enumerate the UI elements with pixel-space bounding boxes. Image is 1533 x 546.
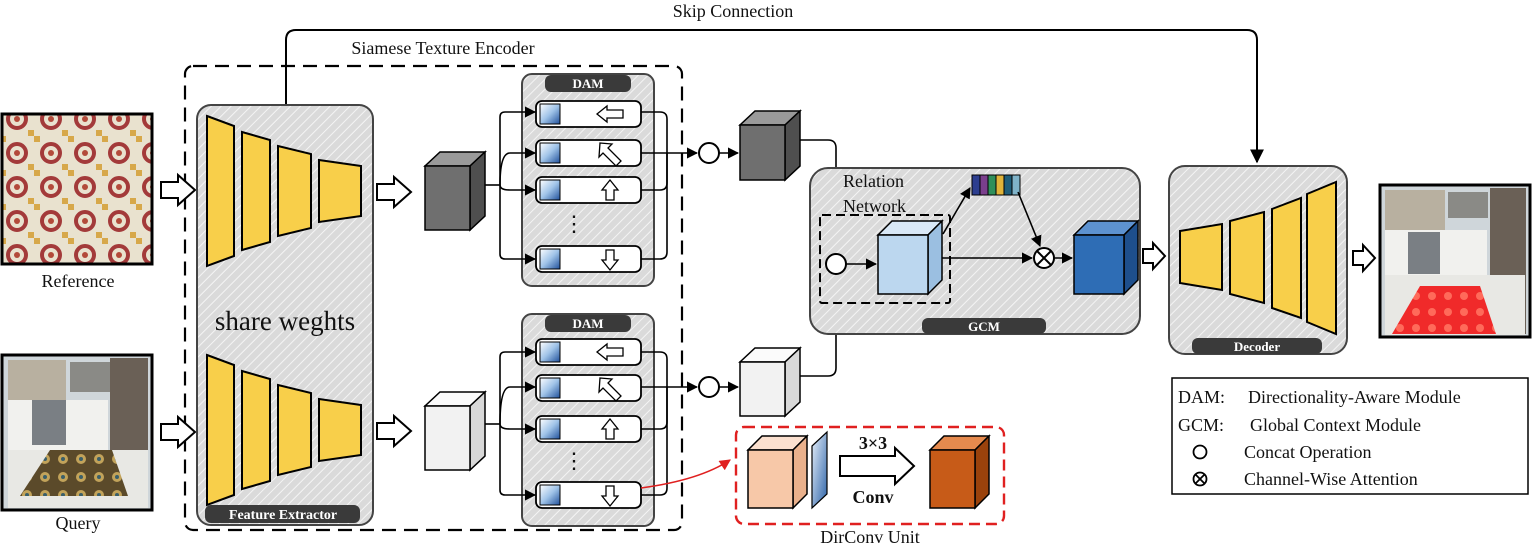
legend-gcm-text: Global Context Module <box>1250 415 1421 435</box>
siamese-encoder-label: Siamese Texture Encoder <box>351 38 534 58</box>
relation-network-label-2: Network <box>843 196 906 216</box>
decoder <box>1168 165 1348 355</box>
decoder-label: Decoder <box>1234 339 1280 354</box>
dam-bottom-ellipsis: ⋮ <box>563 448 585 473</box>
query-to-gcm-line <box>800 278 837 377</box>
legend-concat-icon <box>1192 444 1208 460</box>
legend-channel-attention-text: Channel-Wise Attention <box>1244 469 1418 489</box>
dam-bottom-label: DAM <box>572 316 603 331</box>
share-weights-label: share weghts <box>215 306 355 336</box>
legend-concat-text: Concat Operation <box>1244 442 1371 462</box>
concat-bottom <box>698 376 720 398</box>
decoder-output-arrow <box>1352 242 1377 274</box>
relation-cube <box>876 219 944 296</box>
query-label: Query <box>56 513 101 533</box>
dirconv-kernel <box>811 430 828 510</box>
feature-extractor-label: Feature Extractor <box>229 508 337 523</box>
dirconv-input-cube <box>746 434 809 510</box>
gcm-label: GCM <box>968 319 1000 334</box>
extractor-arrow-top <box>376 174 413 210</box>
dirconv-link <box>640 459 731 489</box>
input-arrow-reference <box>160 172 197 208</box>
ref-to-gcm-line <box>800 139 837 250</box>
gcm-to-decoder-arrow <box>1142 240 1167 272</box>
siamese-encoder-frame <box>183 64 684 532</box>
legend-gcm-key: GCM: <box>1178 415 1224 435</box>
channel-attention-op <box>1033 247 1055 269</box>
reference-encoded-cube <box>738 109 802 182</box>
legend-dam-text: Directionality-Aware Module <box>1248 387 1461 407</box>
dirconv-unit-label: DirConv Unit <box>820 527 920 546</box>
concat-top <box>698 142 720 164</box>
query-image <box>0 353 154 512</box>
dam-top-label: DAM <box>572 76 603 91</box>
output-segmentation-image <box>1378 183 1532 339</box>
legend-dam-key: DAM: <box>1178 387 1225 407</box>
dirconv-kernel-size: 3×3 <box>859 433 887 453</box>
relation-network-label-1: Relation <box>843 171 904 191</box>
dirconv-conv-label: Conv <box>852 487 893 507</box>
legend-channel-attention-icon <box>1192 471 1208 487</box>
skip-connection-label: Skip Connection <box>673 1 794 21</box>
dam-bottom <box>485 313 699 527</box>
dirconv-output-cube <box>928 434 991 510</box>
dirconv-arrow <box>839 445 916 487</box>
dirconv-frame <box>734 425 1006 526</box>
input-arrow-query <box>160 414 197 450</box>
gcm-output-cube <box>1072 219 1140 296</box>
reference-feature-cube <box>423 150 487 232</box>
reference-image <box>0 112 154 266</box>
query-feature-cube <box>423 390 487 472</box>
gcm-concat <box>825 253 847 275</box>
dam-top-ellipsis: ⋮ <box>563 211 585 236</box>
reference-label: Reference <box>42 271 115 291</box>
extractor-arrow-bottom <box>376 413 413 449</box>
attention-vector <box>971 174 1021 196</box>
dam-top <box>485 73 699 287</box>
legend: DAM: Directionality-Aware Module GCM: Gl… <box>1171 377 1529 495</box>
query-encoded-cube <box>738 346 802 418</box>
feature-extractor <box>196 104 374 526</box>
skip-connection-arrow <box>285 29 1264 164</box>
